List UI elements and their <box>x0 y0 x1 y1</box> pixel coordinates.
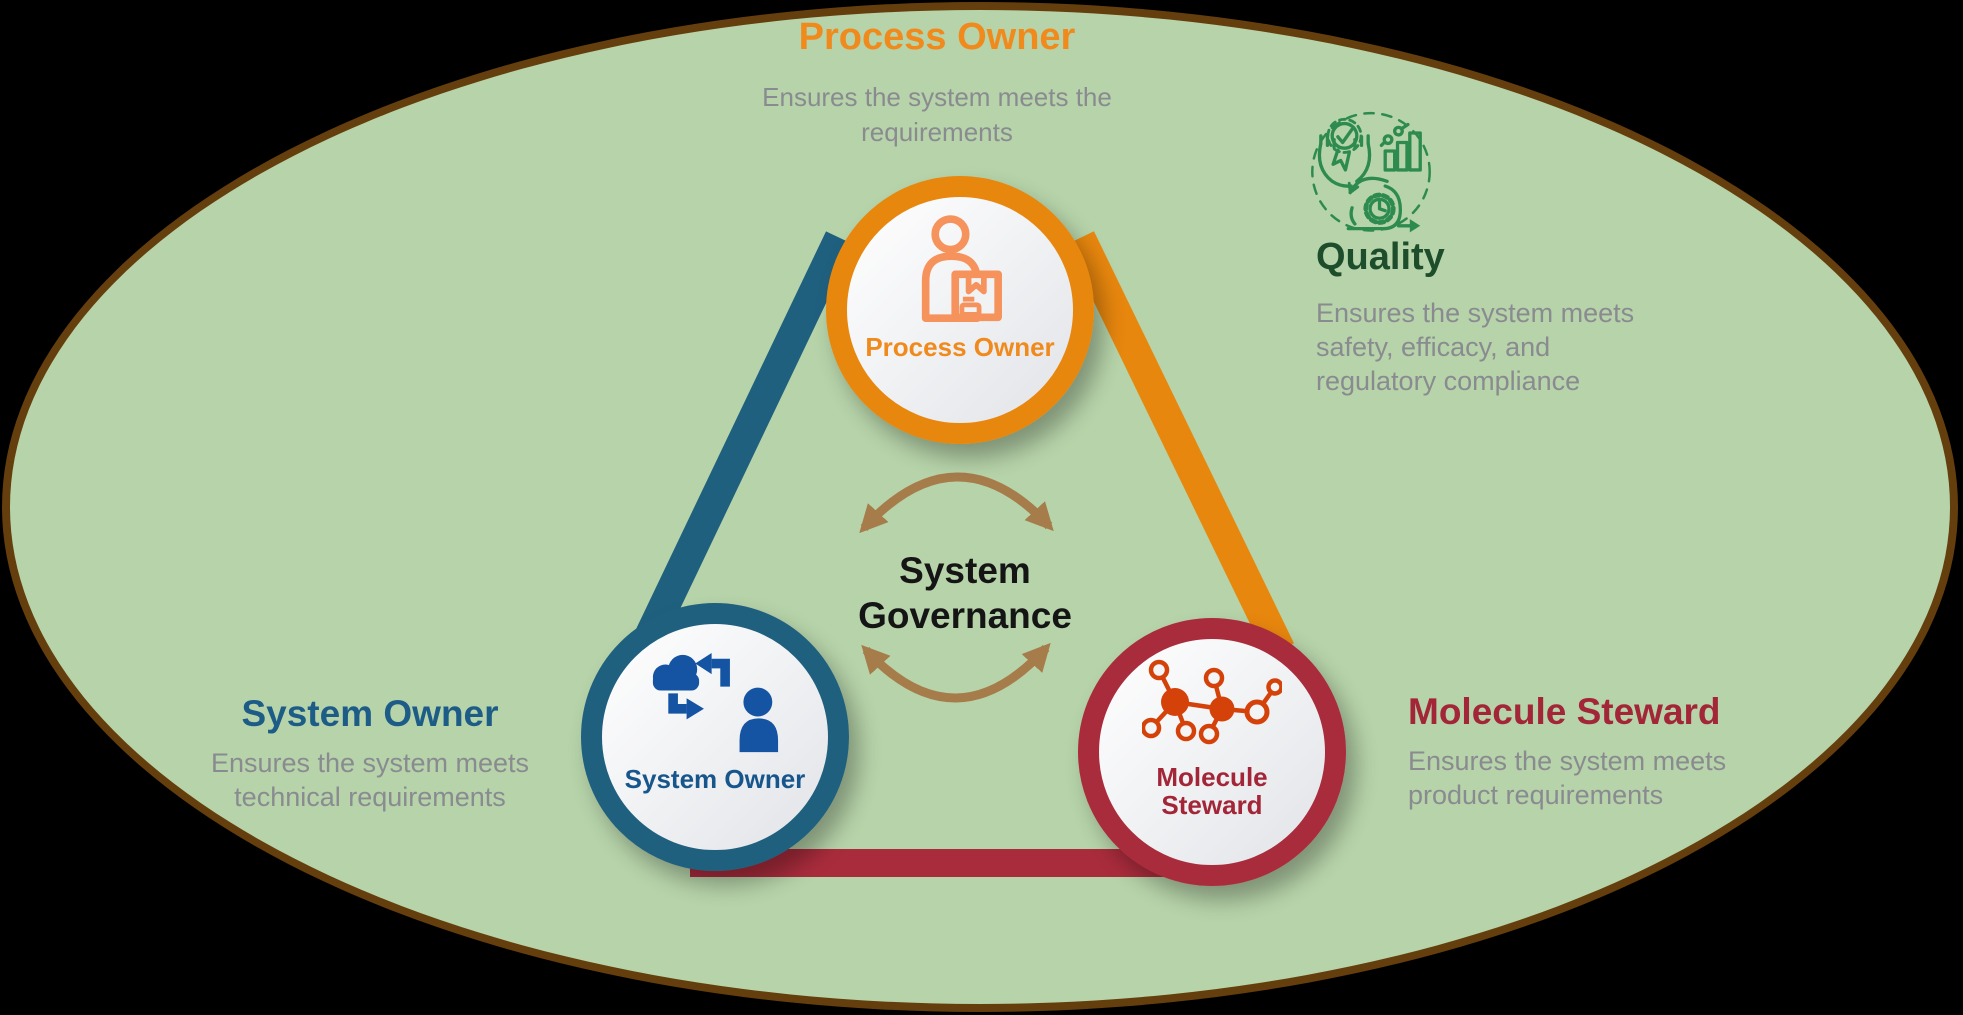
quality-description-line1: Ensures the system meets <box>1316 298 1635 328</box>
molecule-steward-circle-label: Molecule Steward <box>1156 763 1267 819</box>
quality-improvement-icon <box>1311 111 1431 233</box>
person-with-box-icon <box>921 215 1002 323</box>
system-owner-description-line2: technical requirements <box>234 782 506 812</box>
molecule-steward-description-line1: Ensures the system meets <box>1408 746 1727 776</box>
quality-description-line3: regulatory compliance <box>1316 366 1581 396</box>
system-owner-circle-label: System Owner <box>624 764 806 794</box>
process-owner-heading: Process Owner <box>798 16 1076 58</box>
quality-description: Ensures the system meets safety, efficac… <box>1316 296 1736 398</box>
cycle-arrow-bottom <box>861 642 1051 703</box>
system-owner-description: Ensures the system meets technical requi… <box>150 746 590 814</box>
cycle-arrow-top <box>859 472 1054 534</box>
molecule-steward-heading: Molecule Steward <box>1408 691 1721 732</box>
quality-description-line2: safety, efficacy, and <box>1316 332 1551 362</box>
process-owner-circle: Process Owner <box>826 176 1094 444</box>
process-owner-description-line2: requirements <box>861 117 1013 147</box>
cloud-sync-person-icon <box>652 652 779 753</box>
triangle-edge-orange <box>1066 231 1294 657</box>
process-owner-description-line1: Ensures the system meets the <box>762 82 1112 112</box>
process-owner-circle-label: Process Owner <box>865 332 1055 362</box>
process-owner-description: Ensures the system meets the requirement… <box>687 80 1187 150</box>
molecule-steward-circle-label-line1: Molecule <box>1156 762 1268 792</box>
molecule-steward-circle: Molecule Steward <box>1078 618 1346 886</box>
system-governance-label: System Governance <box>765 548 1165 638</box>
system-governance-line1: System <box>899 550 1031 591</box>
molecule-steward-description-line2: product requirements <box>1408 780 1664 810</box>
quality-heading: Quality <box>1316 236 1445 278</box>
triangle-edge-blue <box>634 231 854 647</box>
system-governance-line2: Governance <box>858 595 1072 636</box>
molecule-steward-circle-label-line2: Steward <box>1161 790 1263 820</box>
system-owner-circle: System Owner <box>581 603 849 871</box>
molecule-icon <box>1142 659 1282 745</box>
molecule-steward-description: Ensures the system meets product require… <box>1408 744 1868 812</box>
system-owner-block: System Owner Ensures the system meets te… <box>150 692 590 814</box>
molecule-steward-block: Molecule Steward Ensures the system meet… <box>1408 690 1868 812</box>
system-owner-description-line1: Ensures the system meets <box>210 748 530 778</box>
system-owner-heading: System Owner <box>241 693 499 734</box>
